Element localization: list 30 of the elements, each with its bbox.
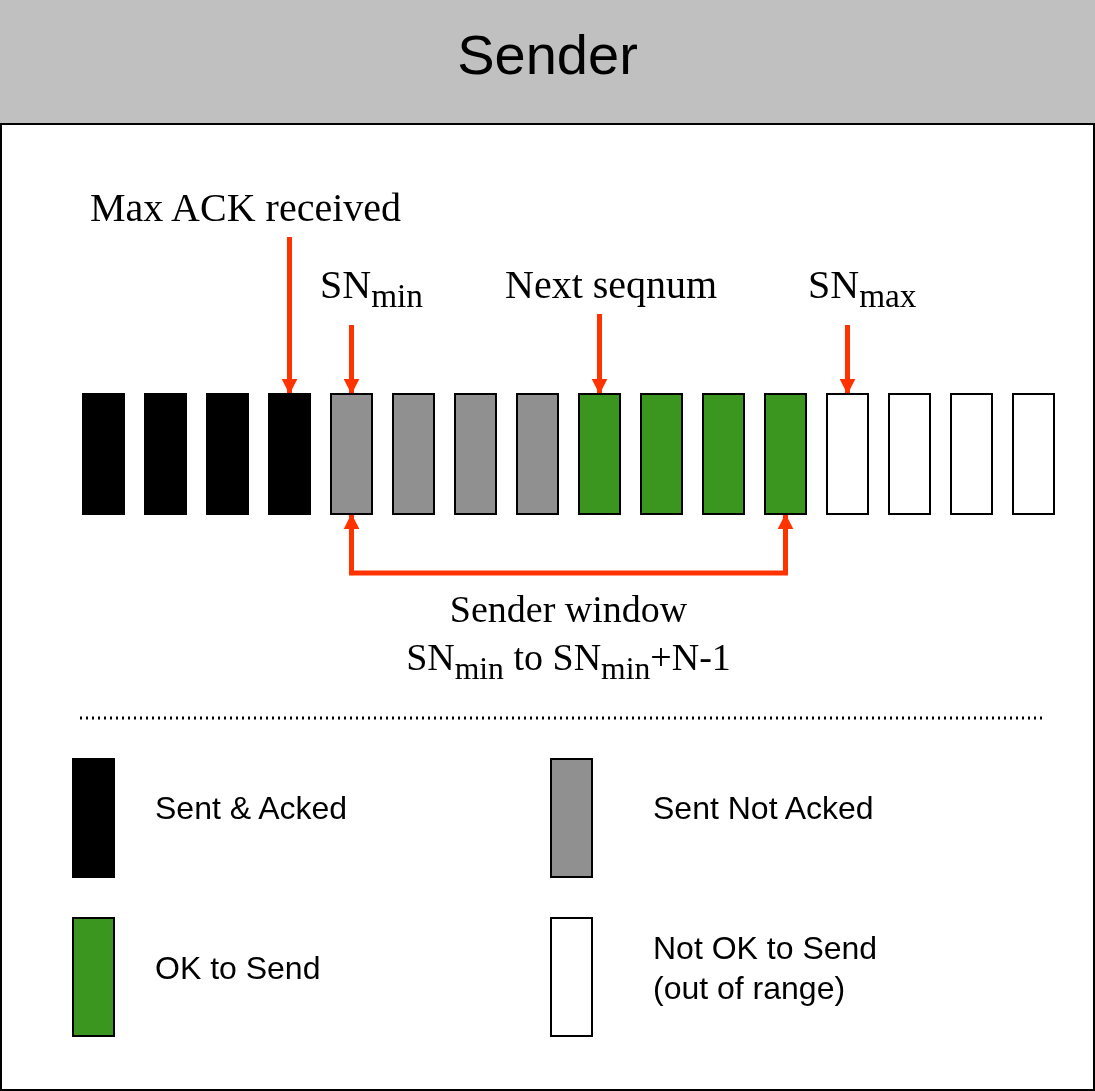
sequence-slot bbox=[1012, 393, 1055, 515]
arrow bbox=[343, 325, 360, 395]
legend-label: Sent Not Acked bbox=[653, 789, 875, 828]
sequence-slot bbox=[330, 393, 373, 515]
node-label: SN$_{max}$ bbox=[808, 262, 917, 319]
sequence-slot bbox=[454, 393, 497, 515]
sequence-slot bbox=[144, 393, 187, 515]
sequence-slot bbox=[578, 393, 621, 515]
sequence-slot bbox=[888, 393, 931, 515]
legend-label: Sent & Acked bbox=[155, 789, 349, 828]
sequence-slot bbox=[764, 393, 807, 515]
node-label: Next seqnum bbox=[505, 262, 718, 308]
node-label: Max ACK received bbox=[90, 185, 401, 231]
arrow bbox=[591, 314, 608, 395]
sequence-slot bbox=[268, 393, 311, 515]
title: Sender bbox=[456, 22, 639, 87]
sequence-slot bbox=[702, 393, 745, 515]
sequence-slot bbox=[82, 393, 125, 515]
arrow bbox=[839, 325, 856, 395]
sequence-slot bbox=[826, 393, 869, 515]
sequence-slot bbox=[392, 393, 435, 515]
sequence-slot bbox=[950, 393, 993, 515]
arrow bbox=[281, 237, 298, 395]
sequence-slot bbox=[640, 393, 683, 515]
sequence-slot bbox=[206, 393, 249, 515]
legend-label: OK to Send bbox=[155, 949, 322, 988]
node-label: SN$_{min}$ bbox=[320, 262, 423, 319]
legend-label: Not OK to Send (out of range) bbox=[653, 929, 879, 1008]
double-arrow bbox=[343, 513, 794, 576]
sequence-slot bbox=[516, 393, 559, 515]
